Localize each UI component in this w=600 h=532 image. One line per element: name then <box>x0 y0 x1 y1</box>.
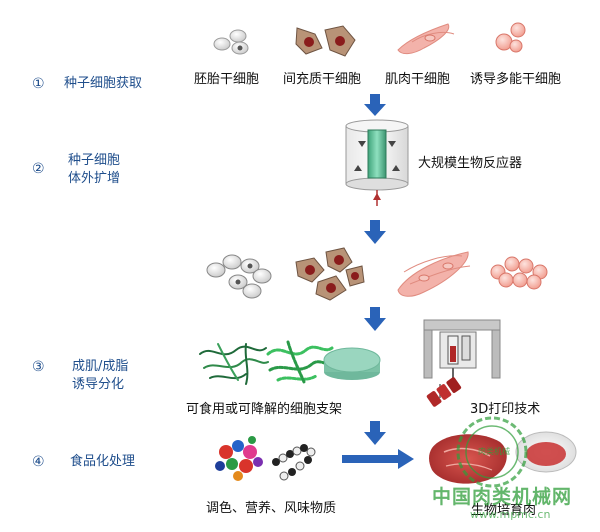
step-1: ① 种子细胞获取 <box>32 75 192 95</box>
watermark-seal-text: 肉类机械 <box>478 447 510 456</box>
expanded-mesenchymal-cells-icon <box>295 247 365 301</box>
step-2: ② 种子细胞 体外扩增 <box>32 152 192 192</box>
arrow-right <box>342 449 414 469</box>
step-2-label-line-1: 种子细胞 <box>68 153 121 168</box>
arrow-down-3 <box>364 307 386 331</box>
cell-label-muscle: 肌肉干细胞 <box>385 72 451 87</box>
product-label: 生物培育肉 <box>471 503 537 518</box>
ipsc-cells-icon <box>495 22 526 53</box>
step-4: ④ 食品化处理 <box>32 453 192 473</box>
mesenchymal-stem-cells-icon <box>295 25 356 57</box>
3d-printer-icon <box>423 319 501 407</box>
arrow-down-1 <box>364 94 386 116</box>
step-3-label-line-1: 成肌/成脂 <box>72 359 129 374</box>
bead-chain-molecule-icon <box>272 444 316 481</box>
step-1-number: ① <box>32 76 45 92</box>
step-4-number: ④ <box>32 454 45 470</box>
step-3-label-line-2: 诱导分化 <box>72 377 125 392</box>
hydrogel-disc-scaffold-icon <box>323 347 381 380</box>
expanded-ipsc-cells-icon <box>490 256 548 290</box>
watermark-main: 中国肉类机械网 <box>432 486 573 508</box>
printing-label: 3D打印技术 <box>470 402 541 417</box>
scaffold-label: 可食用或可降解的细胞支架 <box>186 402 343 417</box>
expanded-embryonic-cells-icon <box>206 254 272 299</box>
step-2-label-line-2: 体外扩增 <box>68 171 121 186</box>
muscle-stem-cells-icon <box>397 23 455 55</box>
colorful-molecules-icon <box>215 436 263 481</box>
cell-label-mesenchymal: 间充质干细胞 <box>283 72 362 87</box>
cell-label-ipsc: 诱导多能干细胞 <box>470 72 562 87</box>
step-1-label: 种子细胞获取 <box>64 76 143 91</box>
step-3-number: ③ <box>32 359 45 375</box>
fiber-scaffold-icon <box>199 343 269 385</box>
embryonic-stem-cells-icon <box>213 29 249 55</box>
bioreactor-icon <box>345 119 409 206</box>
bioreactor-label: 大规模生物反应器 <box>418 156 523 171</box>
additives-label: 调色、营养、风味物质 <box>206 501 337 516</box>
step-3: ③ 成肌/成脂 诱导分化 <box>32 358 192 398</box>
arrow-down-4 <box>364 421 386 445</box>
bead-fiber-scaffold-icon <box>266 340 334 384</box>
cultivated-meat-icon <box>429 431 577 484</box>
arrow-down-2 <box>364 220 386 244</box>
step-4-label: 食品化处理 <box>70 454 136 469</box>
cell-label-embryonic: 胚胎干细胞 <box>194 72 260 87</box>
step-2-number: ② <box>32 161 45 177</box>
watermark-url: www.mpmc.cn <box>470 508 551 521</box>
expanded-muscle-cells-icon <box>397 251 471 297</box>
watermark-seal-icon <box>456 416 528 488</box>
